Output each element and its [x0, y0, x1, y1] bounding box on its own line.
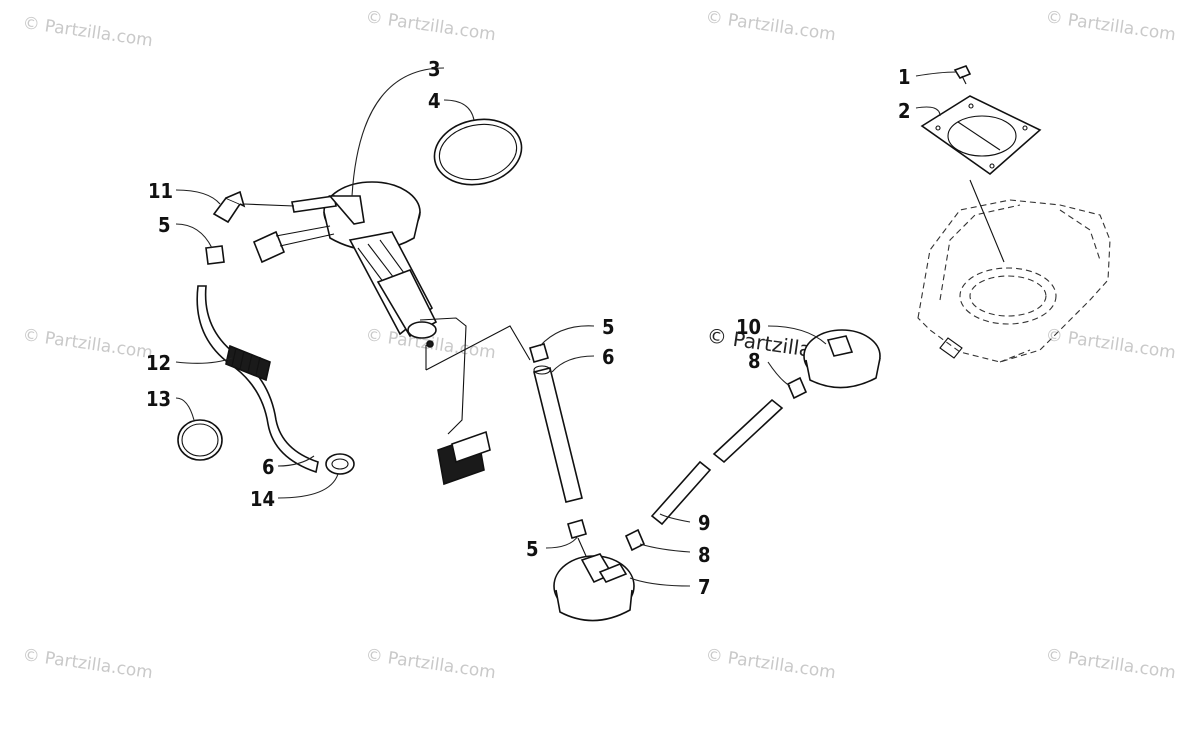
callout-9: 9: [698, 511, 711, 535]
callout-6: 6: [262, 455, 275, 479]
callout-5: 5: [602, 315, 615, 339]
callout-11: 11: [148, 179, 173, 203]
callout-5: 5: [526, 537, 539, 561]
watermark: © Partzilla.com: [1044, 645, 1177, 683]
watermark: © Partzilla.com: [21, 13, 154, 51]
part-5-clamp[interactable]: [529, 343, 549, 363]
callout-13: 13: [146, 387, 171, 411]
part-1-screw[interactable]: [953, 65, 972, 85]
callout-14: 14: [250, 487, 275, 511]
part-8-fitting[interactable]: [786, 376, 808, 400]
callout-labels: 1 2 3 4 11 5 12 13 6 14 5 6 5 7 8 9 10 8: [146, 57, 911, 599]
part-8-fitting[interactable]: [624, 528, 646, 552]
part-5-clamp[interactable]: [205, 245, 225, 265]
part-12-hose[interactable]: [196, 285, 319, 474]
watermark: © Partzilla.com: [21, 645, 154, 683]
assembly-line: [969, 179, 1005, 263]
watermark: © Partzilla.com: [704, 645, 837, 683]
watermark: © Partzilla.com: [364, 7, 497, 45]
part-2-gasket[interactable]: [920, 95, 1042, 176]
callout-8: 8: [748, 349, 761, 373]
callout-12: 12: [146, 351, 171, 375]
part-14-hose-clamp[interactable]: [325, 453, 355, 475]
part-3-fuel-pump[interactable]: [252, 181, 491, 486]
watermark: © Partzilla.com: [1044, 325, 1177, 363]
callout-6: 6: [602, 345, 615, 369]
callout-7: 7: [698, 575, 711, 599]
fuel-tank-section: [917, 199, 1111, 363]
part-13-ring-clamp[interactable]: [177, 419, 223, 461]
part-7-pickup-cover[interactable]: [553, 553, 635, 622]
leader-lines: [175, 67, 957, 587]
callout-3: 3: [428, 57, 441, 81]
watermark: © Partzilla.com: [21, 325, 154, 363]
callout-8: 8: [698, 543, 711, 567]
callout-10: 10: [736, 315, 761, 339]
watermark: © Partzilla.com: [364, 645, 497, 683]
part-5-clamp[interactable]: [567, 519, 587, 539]
assembly-line: [243, 203, 295, 207]
assembly-line: [425, 325, 531, 371]
part-9-tube[interactable]: [650, 398, 784, 526]
part-4-o-ring[interactable]: [428, 112, 527, 193]
callout-4: 4: [428, 89, 441, 113]
watermark: © Partzilla.com: [704, 7, 837, 45]
part-10-cover[interactable]: [803, 329, 881, 389]
watermark: © Partzilla.com: [1044, 7, 1177, 45]
part-11-elbow-fitting[interactable]: [212, 190, 246, 224]
assembly-line: [577, 537, 587, 557]
callout-2: 2: [898, 99, 911, 123]
callout-1: 1: [898, 65, 911, 89]
part-6-hose[interactable]: [533, 365, 583, 503]
callout-5: 5: [158, 213, 171, 237]
